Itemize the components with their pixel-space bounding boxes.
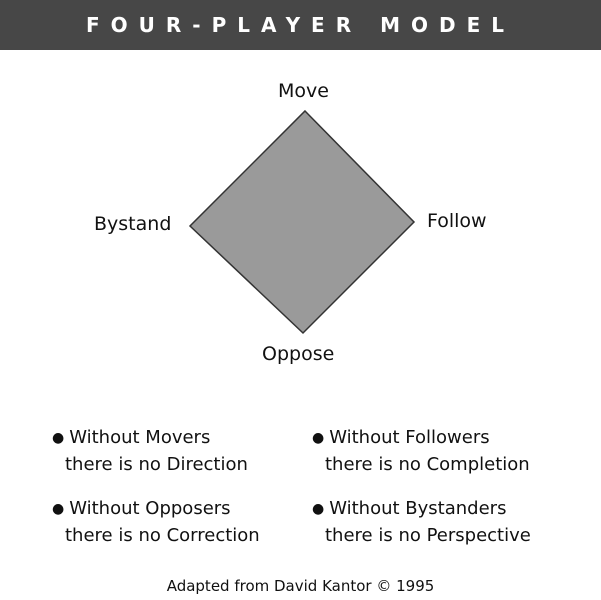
bullet-line2: there is no Direction [65,454,248,475]
bullet-opposers: ●Without Opposers there is no Correction [52,496,260,549]
vertex-label-oppose: Oppose [262,343,335,365]
bullet-line1: Without Bystanders [329,498,507,519]
vertex-label-bystand: Bystand [94,213,172,235]
vertex-label-move: Move [278,80,329,102]
bullet-dot-icon: ● [52,430,65,446]
diamond-shape [188,109,416,335]
bullet-line1: Without Opposers [69,498,231,519]
bullet-line1: Without Movers [69,427,211,448]
bullet-dot-icon: ● [312,501,325,517]
vertex-label-follow: Follow [427,210,487,232]
bullet-line2: there is no Completion [325,454,530,475]
bullet-line2: there is no Correction [65,525,260,546]
bullet-dot-icon: ● [312,430,325,446]
credit-line: Adapted from David Kantor © 1995 [166,577,435,595]
page-title: FOUR-PLAYER MODEL [86,13,515,37]
bullet-dot-icon: ● [52,501,65,517]
bullet-line2: there is no Perspective [325,525,531,546]
title-banner: FOUR-PLAYER MODEL [0,0,601,50]
bullet-followers: ●Without Followers there is no Completio… [312,425,530,478]
bullet-bystanders: ●Without Bystanders there is no Perspect… [312,496,531,549]
bullet-line1: Without Followers [329,427,490,448]
bullet-movers: ●Without Movers there is no Direction [52,425,248,478]
